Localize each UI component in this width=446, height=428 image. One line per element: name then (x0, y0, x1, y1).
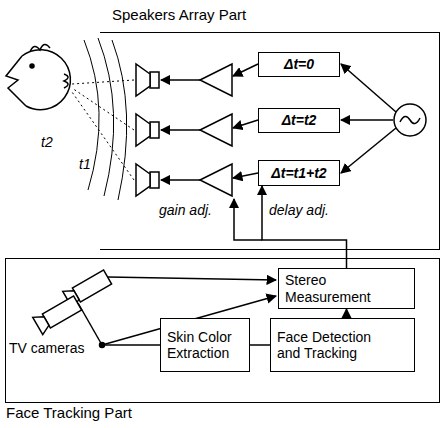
delay-box: Δt=t2 (258, 108, 340, 133)
process-box: Face Detection and Tracking (270, 318, 415, 372)
connector (250, 344, 270, 346)
delay-box: Δt=t1+t2 (258, 160, 340, 186)
path-lines (72, 80, 134, 180)
control-label: delay adj. (268, 202, 330, 218)
amplifier-symbol (200, 64, 232, 196)
part-heading: Speakers Array Part (112, 6, 246, 23)
process-box: Skin Color Extraction (160, 318, 250, 372)
box-text: Face Detection and Tracking (277, 329, 385, 361)
sound-waves (84, 38, 127, 200)
part-heading: Face Tracking Part (6, 404, 132, 421)
box-text: Δt=0 (284, 56, 314, 72)
control-label: gain adj. (158, 202, 213, 218)
tv-camera (33, 268, 113, 334)
box-text: Stereo Measurement (285, 272, 385, 304)
delay-box: Δt=0 (258, 52, 340, 77)
process-box: Stereo Measurement (278, 268, 415, 309)
box-text: Δt=t1+t2 (271, 165, 326, 181)
connector (346, 309, 348, 318)
time-label: t2 (40, 134, 54, 150)
box-text: Δt=t2 (282, 112, 317, 128)
part-region: Face Tracking PartStereo MeasurementSkin… (5, 258, 440, 403)
speaker-symbol (136, 64, 159, 196)
box-text: Skin Color Extraction (167, 329, 243, 361)
device-label: TV cameras (8, 340, 85, 356)
connector (262, 186, 347, 268)
oscillator-symbol (394, 104, 426, 136)
face-figure (6, 44, 70, 109)
time-label: t1 (78, 156, 92, 172)
